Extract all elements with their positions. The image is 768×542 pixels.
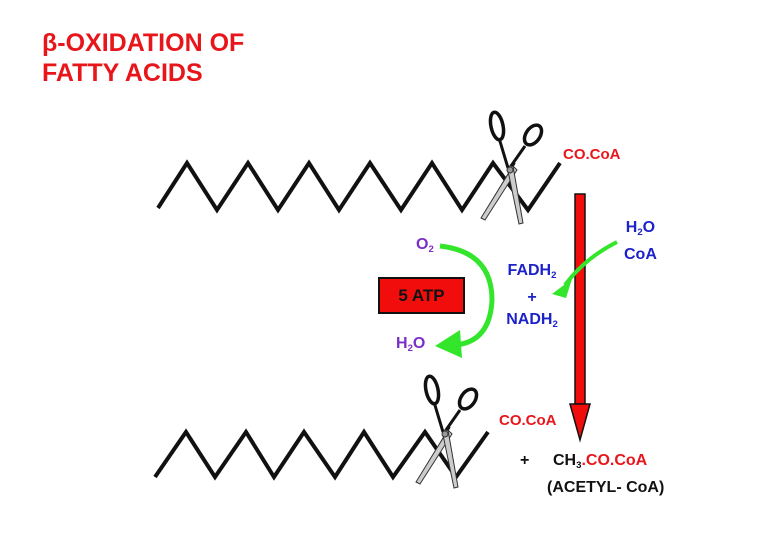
- green-arrow-water-coa: [563, 240, 618, 287]
- water-label: H2O: [396, 335, 426, 354]
- green-arrow-oxygen-cycle: [439, 243, 495, 348]
- plus-sign: +: [520, 452, 530, 469]
- top-co-coa-label: CO.CoA: [563, 146, 621, 163]
- atp-box: 5 ATP: [378, 277, 465, 314]
- acetyl-coa-formula: CH3.CO.CoA: [553, 452, 648, 471]
- top-fatty-acid-chain: [156, 159, 562, 214]
- bottom-co-coa-label: CO.CoA: [499, 412, 557, 429]
- diagram-title: β-OXIDATION OF FATTY ACIDS: [42, 29, 245, 87]
- green-arrowhead-small: [552, 279, 572, 298]
- water-coa-inputs: H2O CoA: [624, 219, 657, 263]
- red-down-arrow: [569, 193, 591, 443]
- green-arrowhead-large: [435, 330, 462, 358]
- acetyl-coa-name: (ACETYL- CoA): [547, 479, 665, 496]
- bottom-fatty-acid-chain: [153, 428, 490, 481]
- fadh2-nadh2-products: FADH2 + NADH2: [506, 262, 558, 330]
- oxygen-label: O2: [416, 236, 434, 255]
